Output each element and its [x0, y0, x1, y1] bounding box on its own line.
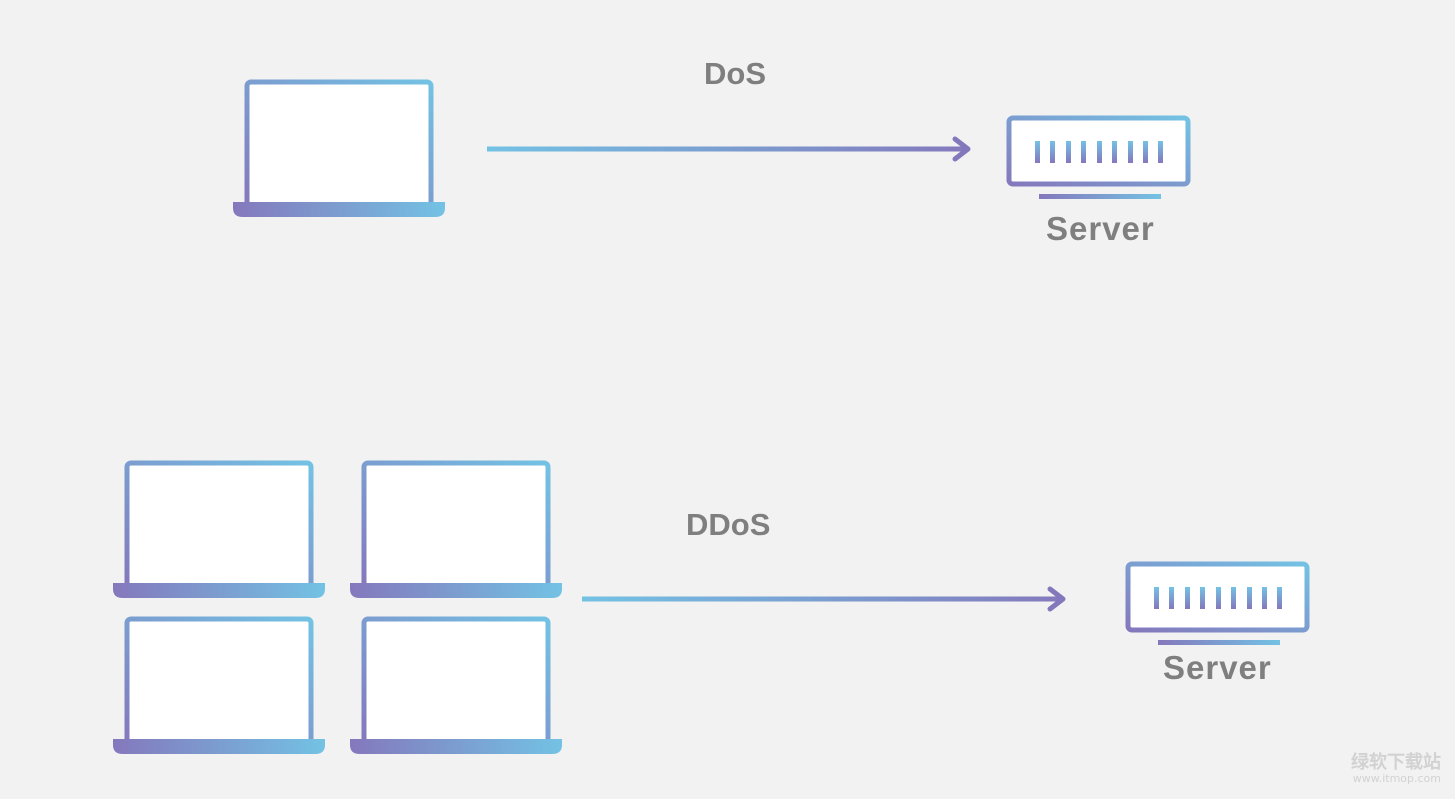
server-label: Server: [1163, 649, 1272, 686]
dos-arrow-icon: [487, 136, 971, 162]
dos-server-icon: [1009, 118, 1188, 199]
watermark: 绿软下载站 www.itmop.com: [1351, 753, 1441, 785]
watermark-url: www.itmop.com: [1352, 771, 1441, 785]
ddos-laptop-icon: [113, 619, 325, 754]
dos-attacker-laptop-icon: [233, 82, 445, 217]
ddos-laptop-icon: [350, 463, 562, 598]
ddos-label: DDoS: [686, 507, 771, 542]
ddos-arrow-icon: [582, 586, 1066, 612]
watermark-main: 绿软下载站: [1351, 752, 1441, 774]
ddos-laptop-icon: [113, 463, 325, 598]
ddos-laptop-icon: [350, 619, 562, 754]
server-label: Server: [1046, 210, 1155, 247]
ddos-server-icon: [1128, 564, 1307, 645]
dos-label: DoS: [704, 56, 766, 91]
